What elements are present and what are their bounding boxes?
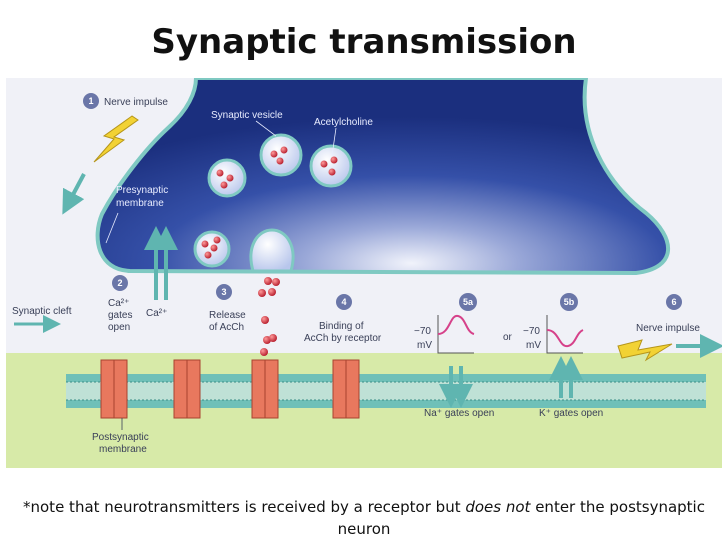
label-step2-line1: Ca²⁺ xyxy=(108,298,129,309)
synaptic-vesicle xyxy=(309,144,353,188)
label-step2-line3: open xyxy=(108,322,130,333)
hyperpolarization-curve xyxy=(546,329,584,348)
lightning-icon xyxy=(93,115,139,163)
label-ca-ion: Ca²⁺ xyxy=(146,308,167,319)
svg-text:4: 4 xyxy=(341,297,346,307)
label-5b-voltage: −70 xyxy=(523,326,540,337)
synapse-diagram: 1 2 3 4 5a 5b 6 Nerve impulse Synaptic v… xyxy=(6,78,722,468)
postsynaptic-membrane-bilayer xyxy=(66,374,706,408)
label-5a-voltage: −70 xyxy=(414,326,431,337)
label-5a-unit: mV xyxy=(417,340,432,351)
note-text: *note that neurotransmitters is received… xyxy=(23,498,466,516)
step-badge-1: 1 xyxy=(83,93,99,109)
label-presynaptic-membrane: membrane xyxy=(116,198,164,209)
label-postsynaptic: Postsynaptic xyxy=(92,432,149,443)
label-5b-unit: mV xyxy=(526,340,541,351)
label-synaptic-vesicle: Synaptic vesicle xyxy=(211,110,283,121)
svg-text:6: 6 xyxy=(671,297,676,307)
label-step4-line1: Binding of xyxy=(319,321,364,332)
receptor xyxy=(251,359,279,419)
svg-text:3: 3 xyxy=(221,287,226,297)
step-badge-5b: 5b xyxy=(560,293,578,311)
label-step6-nerve-impulse: Nerve impulse xyxy=(636,323,700,334)
synaptic-vesicle xyxy=(207,158,247,198)
graph-axes xyxy=(546,315,583,354)
lightning-icon xyxy=(617,339,673,362)
step-badge-2: 2 xyxy=(112,275,128,291)
svg-text:5b: 5b xyxy=(564,297,575,307)
label-k-gates-open: K⁺ gates open xyxy=(539,408,603,419)
svg-text:5a: 5a xyxy=(463,297,474,307)
arrow-icon xyxy=(62,173,86,215)
svg-text:1: 1 xyxy=(88,96,93,106)
fusing-vesicle xyxy=(249,228,295,273)
depolarization-curve xyxy=(437,314,475,335)
synaptic-vesicle xyxy=(193,230,231,268)
step-badge-6: 6 xyxy=(666,294,682,310)
note-text-end: enter the postsynaptic neuron xyxy=(337,498,705,538)
label-acetylcholine: Acetylcholine xyxy=(314,117,373,128)
label-step3-line2: of AcCh xyxy=(209,322,244,333)
label-step1-nerve-impulse: Nerve impulse xyxy=(104,97,168,108)
presynaptic-terminal xyxy=(95,78,671,276)
label-na-gates-open: Na⁺ gates open xyxy=(424,408,494,419)
note-caption: *note that neurotransmitters is received… xyxy=(20,496,708,540)
label-step2-line2: gates xyxy=(108,310,132,321)
label-step3-line1: Release xyxy=(209,310,246,321)
step-badge-4: 4 xyxy=(336,294,352,310)
graph-axes xyxy=(437,315,474,354)
note-emphasis: does not xyxy=(465,498,531,516)
receptor xyxy=(173,359,201,419)
label-postsynaptic-membrane: membrane xyxy=(99,444,147,455)
leader-line xyxy=(255,120,277,137)
slide-title: Synaptic transmission xyxy=(151,22,577,62)
synaptic-vesicle xyxy=(259,133,303,177)
leader-line xyxy=(331,127,337,157)
receptor xyxy=(332,359,360,419)
receptor xyxy=(100,359,128,419)
svg-text:2: 2 xyxy=(117,278,122,288)
label-step4-line2: AcCh by receptor xyxy=(304,333,382,344)
label-synaptic-cleft: Synaptic cleft xyxy=(12,306,72,317)
step-badge-3: 3 xyxy=(216,284,232,300)
leader-line xyxy=(105,212,119,244)
label-presynaptic: Presynaptic xyxy=(116,185,168,196)
step-badge-5a: 5a xyxy=(459,293,477,311)
label-or: or xyxy=(503,332,513,343)
